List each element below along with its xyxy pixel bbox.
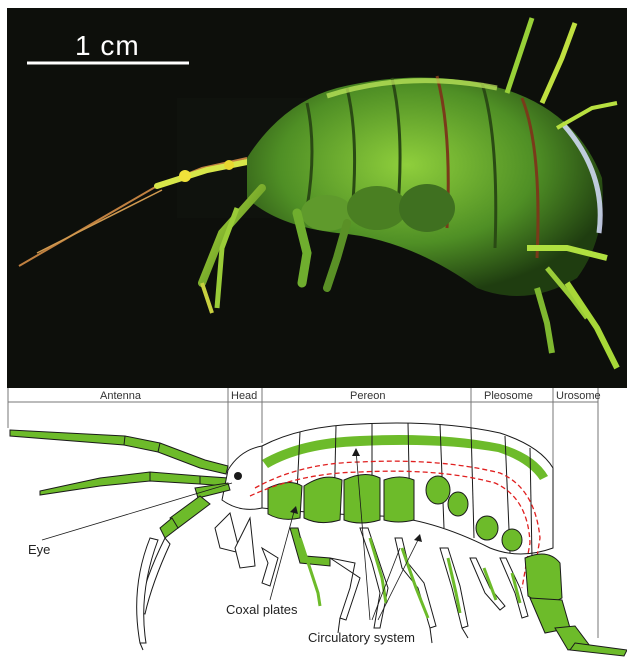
amphipod-diagram — [0, 388, 627, 660]
section-label-head: Head — [231, 390, 257, 402]
anatomy-diagram: Antenna Head Pereon Pleosome Urosome Eye… — [0, 388, 627, 660]
diagram-antennae — [10, 430, 228, 495]
amphipod-photo-illustration — [7, 8, 627, 388]
section-label-pereon: Pereon — [350, 390, 385, 402]
diagram-urosome — [525, 554, 627, 656]
callout-label-coxal-plates: Coxal plates — [226, 602, 298, 617]
scale-bar-label: 1 cm — [75, 30, 140, 62]
callout-label-eye: Eye — [28, 542, 50, 557]
callout-label-circulatory-system: Circulatory system — [308, 630, 415, 645]
section-label-pleosome: Pleosome — [484, 390, 533, 402]
specimen-photo: 1 cm — [7, 8, 627, 388]
section-label-urosome: Urosome — [556, 390, 601, 402]
eye-marker — [234, 472, 242, 480]
section-label-antenna: Antenna — [100, 390, 141, 402]
